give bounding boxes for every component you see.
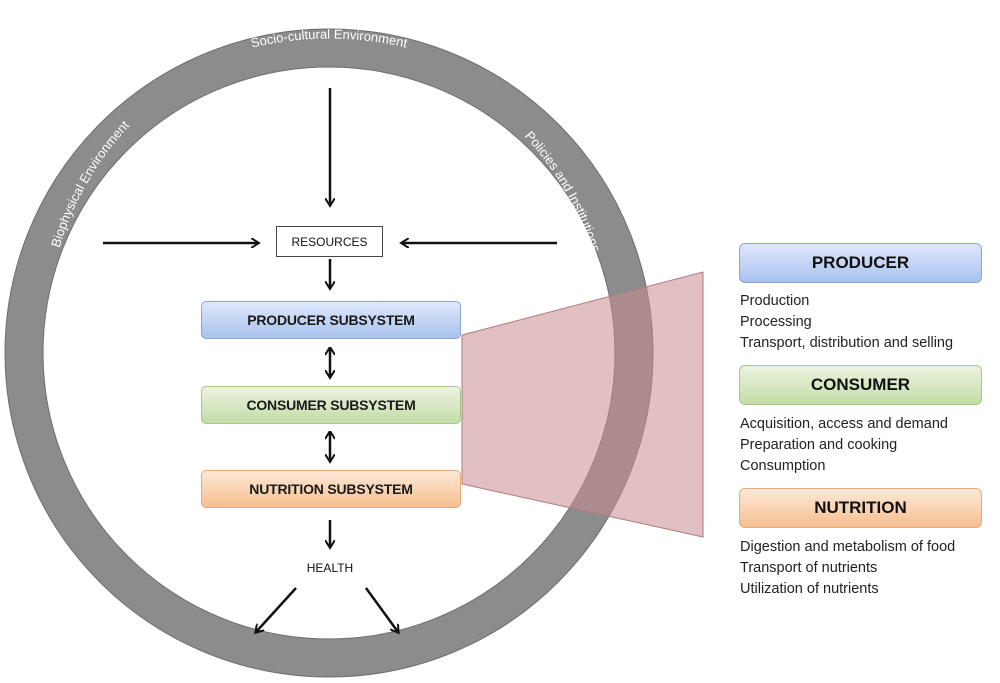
list-item: Acquisition, access and demand bbox=[740, 416, 948, 432]
consumer-subsystem-box: CONSUMER SUBSYSTEM bbox=[201, 386, 461, 424]
producer-panel-title: PRODUCER bbox=[739, 243, 982, 283]
arrow-health-out-left bbox=[256, 587, 297, 632]
producer-subsystem-box: PRODUCER SUBSYSTEM bbox=[201, 301, 461, 339]
nutrition-subsystem-box: NUTRITION SUBSYSTEM bbox=[201, 470, 461, 508]
list-item: Processing bbox=[740, 314, 812, 330]
zoom-wedge bbox=[461, 271, 704, 538]
resources-box: RESOURCES bbox=[276, 226, 383, 257]
list-item: Digestion and metabolism of food bbox=[740, 539, 956, 555]
list-item: Preparation and cooking bbox=[740, 437, 898, 453]
health-label: HEALTH bbox=[306, 561, 354, 575]
consumer-panel-title: CONSUMER bbox=[739, 365, 982, 405]
nutrition-panel-title: NUTRITION bbox=[739, 488, 982, 528]
list-item: Production bbox=[740, 293, 810, 309]
list-item: Consumption bbox=[740, 458, 826, 474]
list-item: Transport of nutrients bbox=[740, 560, 878, 576]
list-item: Utilization of nutrients bbox=[740, 581, 879, 597]
nutrition-panel-list: Digestion and metabolism of food Transpo… bbox=[740, 537, 955, 600]
list-item: Transport, distribution and selling bbox=[740, 335, 954, 351]
consumer-panel-list: Acquisition, access and demand Preparati… bbox=[740, 414, 948, 477]
arrow-health-out-right bbox=[364, 587, 398, 632]
producer-panel-list: Production Processing Transport, distrib… bbox=[740, 291, 953, 354]
